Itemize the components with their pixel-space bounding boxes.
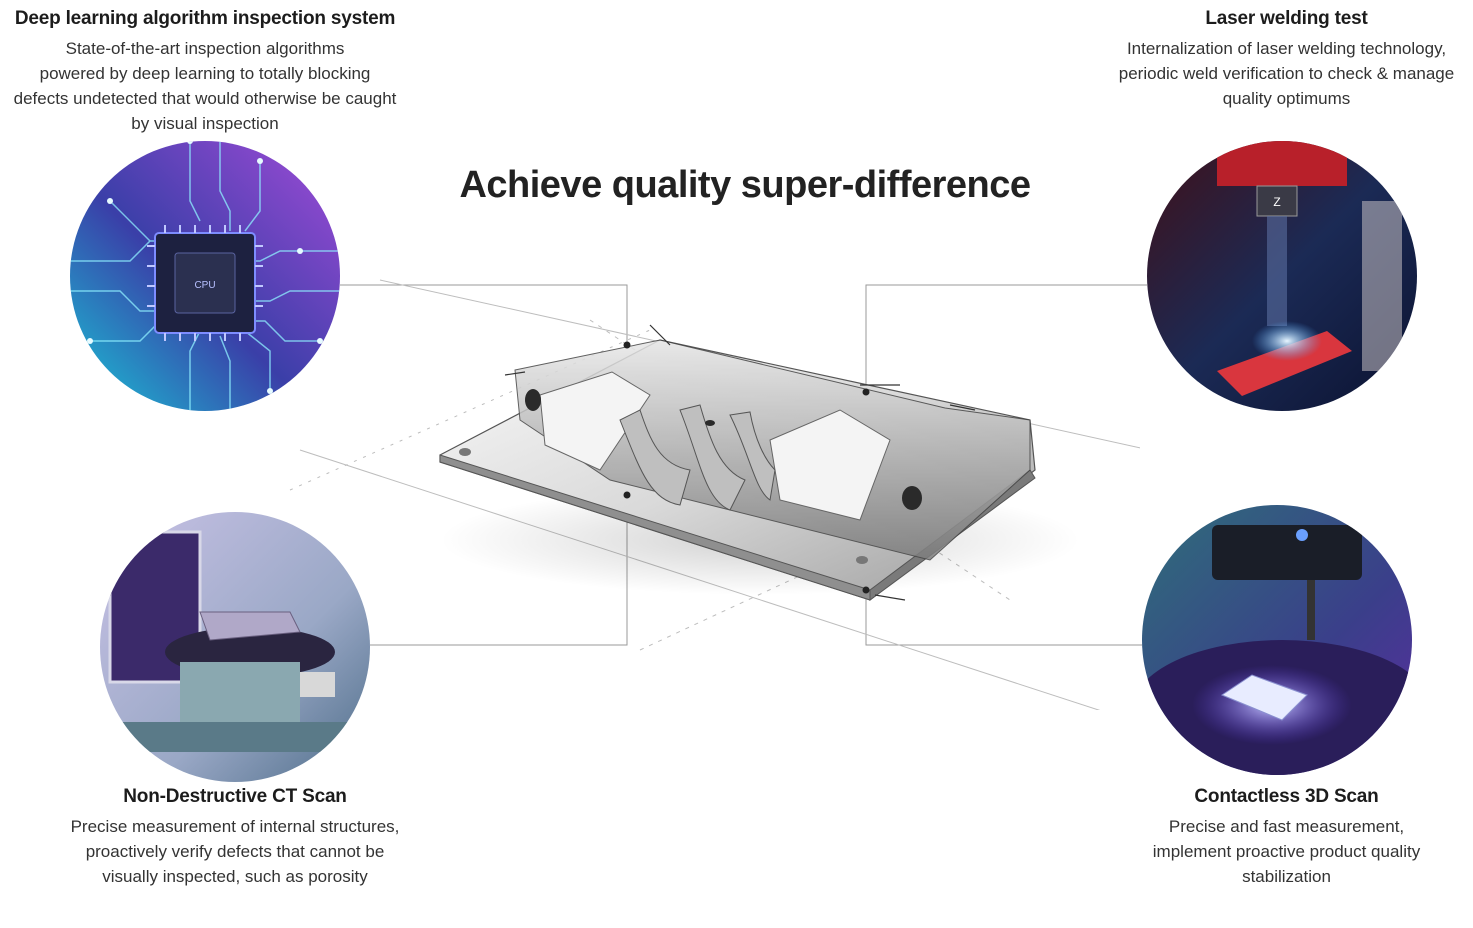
- description-line: Internalization of laser welding technol…: [1126, 39, 1447, 58]
- feature-description: State-of-the-art inspection algorithms p…: [0, 36, 410, 136]
- description-line: periodic weld verification to check & ma…: [1118, 64, 1455, 83]
- machine-axis-label: Z: [1273, 195, 1280, 209]
- feature-laser-welding: Laser welding test Internalization of la…: [1100, 8, 1473, 111]
- feature-title: Laser welding test: [1205, 8, 1368, 29]
- page-headline: Achieve quality super-difference: [459, 164, 1031, 206]
- description-line: by visual inspection: [131, 114, 279, 133]
- description-line: defects undetected that would otherwise …: [13, 89, 397, 108]
- description-line: visually inspected, such as porosity: [102, 867, 368, 886]
- feature-description: Internalization of laser welding technol…: [1100, 36, 1473, 111]
- description-line: implement proactive product quality: [1152, 842, 1421, 861]
- feature-deep-learning: Deep learning algorithm inspection syste…: [0, 8, 410, 136]
- feature-description: Precise and fast measurement, implement …: [1110, 814, 1463, 889]
- feature-title: Deep learning algorithm inspection syste…: [14, 8, 396, 29]
- feature-title: Contactless 3D Scan: [1194, 786, 1379, 807]
- description-line: Precise measurement of internal structur…: [70, 817, 400, 836]
- description-line: State-of-the-art inspection algorithms: [65, 39, 345, 58]
- laser-welding-image: Z: [1147, 141, 1417, 411]
- machined-part-sketch: [289, 279, 1140, 710]
- feature-description: Precise measurement of internal structur…: [40, 814, 430, 889]
- cpu-circuit-image: CPU: [70, 141, 340, 411]
- description-line: quality optimums: [1222, 89, 1351, 108]
- feature-title: Non-Destructive CT Scan: [123, 786, 347, 807]
- chip-label: CPU: [194, 280, 215, 291]
- feature-ct-scan: Non-Destructive CT Scan Precise measurem…: [40, 786, 430, 889]
- description-line: proactively verify defects that cannot b…: [85, 842, 385, 861]
- description-line: stabilization: [1242, 867, 1331, 886]
- description-line: powered by deep learning to totally bloc…: [39, 64, 371, 83]
- feature-3d-scan: Contactless 3D Scan Precise and fast mea…: [1110, 786, 1463, 889]
- description-line: Precise and fast measurement,: [1168, 817, 1405, 836]
- 3d-scanner-image: [1142, 505, 1412, 775]
- ct-scanner-image: [100, 512, 370, 782]
